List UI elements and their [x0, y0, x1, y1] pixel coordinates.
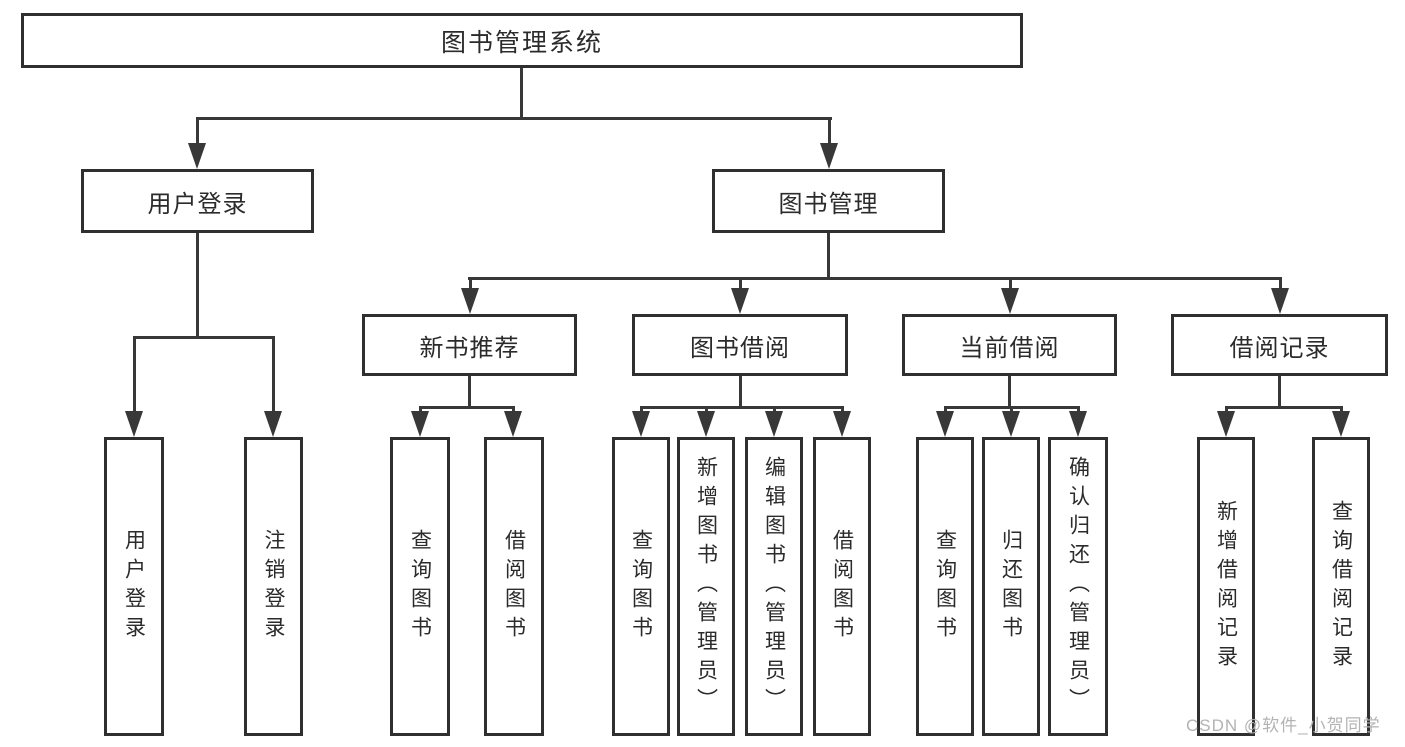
connector-new-book-stem: [469, 280, 472, 290]
leaf-bb-query-books-label: 查询图书: [629, 528, 653, 645]
leaf-nb-query-books-label: 查询图书: [408, 528, 432, 645]
node-borrow-records: 借阅记录: [1171, 314, 1388, 376]
connector-cb-confirm-stem: [1077, 406, 1080, 413]
arrowhead-current-borrowing: [1001, 288, 1019, 314]
leaf-br-add-record-label: 新增借阅记录: [1214, 499, 1238, 674]
arrowhead-br-query-record: [1332, 411, 1350, 437]
connector-borrow-records-stem: [1279, 280, 1282, 290]
connector-current-borrowing-down: [1008, 376, 1011, 408]
arrowhead-bb-borrow-books: [833, 411, 851, 437]
leaf-bb-edit-book-label: 编辑图书（管理员）: [762, 456, 786, 717]
connector-book-borrowing-stem: [739, 280, 742, 290]
leaf-user-login: 用户登录: [104, 437, 164, 736]
node-current-borrowing: 当前借阅: [902, 314, 1117, 376]
connector-bb-edit-stem: [773, 406, 776, 413]
connector-bb-borrow-stem: [841, 406, 844, 413]
arrowhead-br-add-record: [1217, 411, 1235, 437]
node-root: 图书管理系统: [21, 13, 1023, 68]
connector-root-rail: [196, 117, 832, 120]
node-root-label: 图书管理系统: [440, 28, 603, 57]
csdn-watermark: CSDN @软件_小贺同学: [1186, 716, 1381, 735]
leaf-br-query-record: 查询借阅记录: [1312, 437, 1370, 736]
leaf-nb-borrow-books: 借阅图书: [484, 437, 544, 736]
leaf-nb-borrow-books-label: 借阅图书: [502, 528, 526, 645]
node-current-borrowing-label: 当前借阅: [959, 334, 1060, 362]
leaf-cb-confirm-return: 确认归还（管理员）: [1048, 437, 1108, 736]
connector-current-borrowing-stem: [1009, 280, 1012, 290]
connector-new-book-rail: [419, 406, 515, 409]
arrowhead-borrow-records: [1271, 288, 1289, 314]
connector-borrow-records-down: [1278, 376, 1281, 408]
leaf-logout-label: 注销登录: [262, 528, 285, 645]
leaf-cb-return-book-label: 归还图书: [999, 528, 1023, 645]
node-book-borrowing: 图书借阅: [632, 314, 848, 376]
connector-user-login-rail: [133, 336, 275, 339]
arrowhead-bb-add-book: [697, 411, 715, 437]
connector-cb-query-stem: [944, 406, 947, 413]
leaf-br-add-record: 新增借阅记录: [1197, 437, 1255, 736]
arrowhead-leaf-login: [125, 411, 143, 437]
connector-borrow-records-rail: [1225, 406, 1343, 409]
connector-user-login-down: [196, 233, 199, 338]
connector-nb-query-stem: [419, 406, 422, 413]
connector-bb-query-stem: [640, 406, 643, 413]
leaf-cb-query-books-label: 查询图书: [933, 528, 957, 645]
node-borrow-records-label: 借阅记录: [1229, 334, 1330, 362]
connector-br-query-stem: [1340, 406, 1343, 413]
leaf-bb-add-book-label: 新增图书（管理员）: [694, 456, 718, 717]
arrowhead-cb-return-book: [1002, 411, 1020, 437]
connector-leaf-login-stem: [133, 339, 136, 411]
leaf-user-login-label: 用户登录: [122, 528, 146, 645]
arrowhead-book-management: [820, 143, 838, 169]
arrowhead-leaf-logout: [264, 411, 282, 437]
connector-book-management-down: [827, 233, 830, 279]
leaf-bb-query-books: 查询图书: [612, 437, 670, 736]
node-book-management: 图书管理: [712, 169, 945, 233]
leaf-cb-confirm-return-label: 确认归还（管理员）: [1066, 456, 1090, 717]
arrowhead-nb-borrow-books: [504, 411, 522, 437]
leaf-bb-borrow-books-label: 借阅图书: [830, 528, 854, 645]
connector-br-add-stem: [1225, 406, 1228, 413]
connector-nb-borrow-stem: [512, 406, 515, 413]
connector-root-stem: [520, 68, 523, 120]
connector-book-management-stem: [828, 120, 831, 145]
connector-user-login-stem: [196, 120, 199, 145]
connector-new-book-down: [468, 376, 471, 408]
leaf-bb-add-book: 新增图书（管理员）: [677, 437, 735, 736]
connector-bb-add-stem: [705, 406, 708, 413]
leaf-br-query-record-label: 查询借阅记录: [1329, 499, 1353, 674]
arrowhead-user-login: [188, 143, 206, 169]
connector-cb-return-stem: [1010, 406, 1013, 413]
node-new-book-recommend-label: 新书推荐: [419, 334, 520, 362]
arrowhead-bb-edit-book: [765, 411, 783, 437]
node-book-management-label: 图书管理: [778, 190, 879, 218]
leaf-logout: 注销登录: [244, 437, 303, 736]
leaf-bb-edit-book: 编辑图书（管理员）: [745, 437, 803, 736]
connector-leaf-logout-stem: [272, 339, 275, 411]
arrowhead-new-book-recommend: [461, 288, 479, 314]
connector-book-borrowing-rail: [640, 406, 843, 409]
connector-book-borrowing-down: [739, 376, 742, 408]
node-book-borrowing-label: 图书借阅: [690, 334, 790, 362]
leaf-cb-return-book: 归还图书: [982, 437, 1040, 736]
node-user-login-label: 用户登录: [147, 190, 248, 218]
leaf-bb-borrow-books: 借阅图书: [813, 437, 871, 736]
arrowhead-cb-query-books: [936, 411, 954, 437]
leaf-nb-query-books: 查询图书: [390, 437, 450, 736]
leaf-cb-query-books: 查询图书: [916, 437, 974, 736]
arrowhead-nb-query-books: [411, 411, 429, 437]
arrowhead-cb-confirm-return: [1069, 411, 1087, 437]
node-new-book-recommend: 新书推荐: [362, 314, 577, 376]
arrowhead-book-borrowing: [731, 288, 749, 314]
node-user-login: 用户登录: [81, 169, 314, 233]
connector-book-management-rail: [468, 277, 1282, 280]
arrowhead-bb-query-books: [632, 411, 650, 437]
